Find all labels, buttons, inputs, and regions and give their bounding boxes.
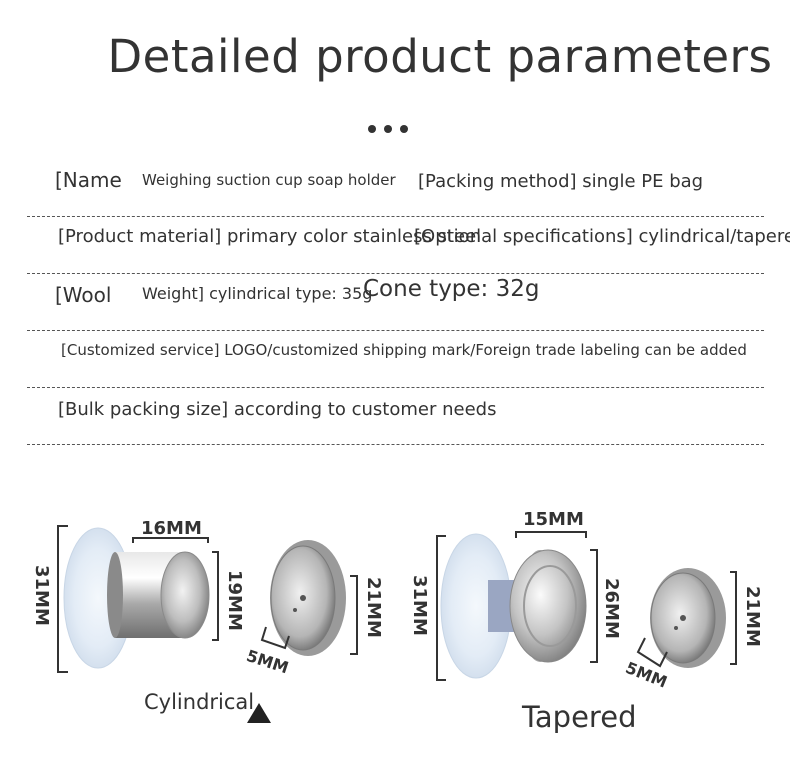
ellipsis-decoration (368, 112, 416, 138)
param-bulk: [Bulk packing size] according to custome… (58, 399, 497, 420)
tap-diameter-label: 26MM (601, 578, 622, 639)
cyl-disc-height-label: 21MM (363, 577, 384, 638)
param-name-label: [Name (55, 168, 122, 192)
param-customized: [Customized service] LOGO/customized shi… (61, 341, 747, 359)
param-cone: Cone type: 32g (363, 276, 540, 302)
divider (27, 216, 764, 217)
divider (27, 330, 764, 331)
divider (27, 273, 764, 274)
cylindrical-illustration (57, 525, 358, 673)
divider (27, 444, 764, 445)
tap-disc-height-label: 21MM (742, 586, 763, 647)
tapered-illustration (436, 531, 737, 681)
triangle-icon (247, 703, 271, 723)
param-name-value: Weighing suction cup soap holder (142, 171, 396, 189)
tap-width-label: 15MM (523, 509, 584, 530)
divider (27, 387, 764, 388)
tapered-caption: Tapered (522, 700, 637, 734)
tap-height-label: 31MM (409, 575, 430, 636)
cyl-width-label: 16MM (141, 518, 202, 539)
param-optional: [Optional specifications] cylindrical/ta… (414, 226, 790, 247)
cyl-height-label: 31MM (31, 565, 52, 626)
param-wool-label: [Wool (55, 283, 112, 307)
param-material: [Product material] primary color stainle… (58, 226, 482, 247)
param-packing: [Packing method] single PE bag (418, 171, 704, 192)
param-weight: Weight] cylindrical type: 35g (142, 284, 373, 303)
cylindrical-caption: Cylindrical (144, 690, 255, 714)
page-title: Detailed product parameters (107, 30, 773, 83)
cyl-diameter-label: 19MM (224, 570, 245, 631)
